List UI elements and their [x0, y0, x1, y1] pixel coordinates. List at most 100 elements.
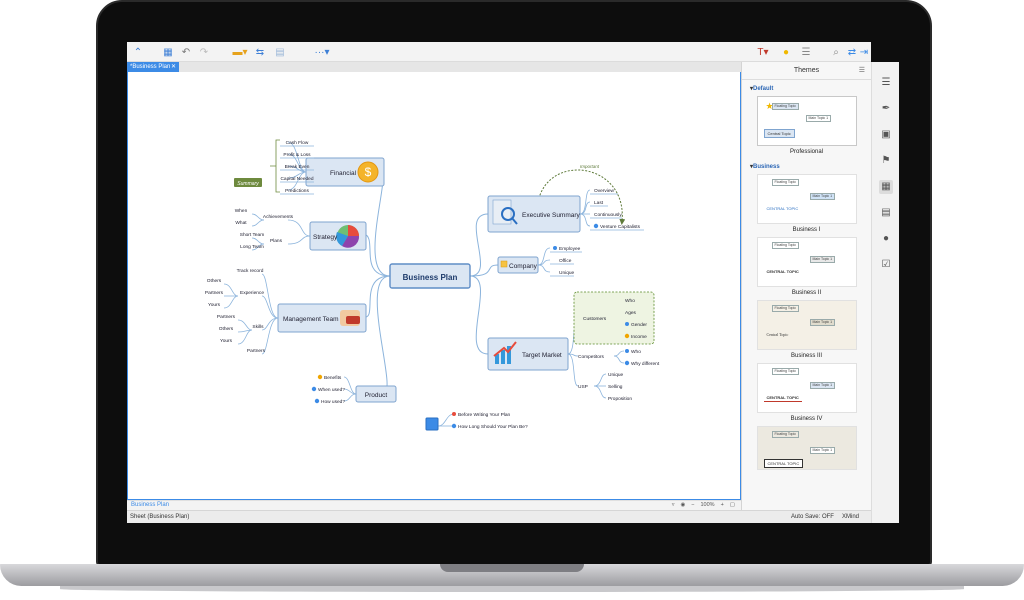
subtopic: Overview [594, 188, 615, 194]
pie-chart-icon [336, 225, 360, 248]
comment-icon[interactable]: ● [882, 233, 890, 244]
subtopic: Achievements [263, 214, 294, 220]
image-icon[interactable]: ▣ [881, 129, 891, 140]
subtopic: Income [631, 334, 647, 340]
subtopic: Track record [237, 268, 264, 274]
subtopic: Yours [220, 338, 233, 344]
share-icon[interactable]: ⇄ [847, 46, 857, 58]
outline-icon[interactable]: ☰ [801, 46, 811, 58]
company-label: Company [509, 263, 538, 270]
subtopic: Others [207, 278, 222, 284]
subtopic: Partners [247, 348, 266, 354]
boundary-icon[interactable]: ▤ [275, 46, 285, 58]
sheet-tab-business-plan[interactable]: Business Plan [131, 502, 170, 508]
right-sidebar: ☰ ✒ ▣ ⚑ ▦ ▤ ● ☑ [871, 62, 899, 523]
panel-menu-icon[interactable]: ☰ [858, 67, 865, 74]
relationship-label: Important [580, 164, 600, 169]
central-topic-box[interactable] [389, 263, 471, 289]
subtopic: Partners [217, 314, 236, 320]
star-icon: ★ [765, 101, 774, 111]
central-topic-label: Business Plan [403, 273, 458, 282]
subtopic: How used? [321, 399, 345, 405]
company-box[interactable] [497, 256, 539, 274]
subtopic: What [235, 220, 247, 226]
main-topics [234, 157, 581, 431]
idea-icon[interactable]: ● [782, 46, 790, 58]
filter-icon[interactable]: ▿ [671, 502, 675, 508]
theme-icon[interactable]: ▦ [879, 180, 893, 194]
zoom-in-icon[interactable]: + [720, 502, 724, 508]
subtopic: Ages [625, 310, 637, 316]
theme-business-3[interactable]: Floating Topic Main Topic 1 Central Topi… [756, 300, 857, 359]
subtopic: Predictions [285, 188, 309, 194]
tab-business-plan[interactable]: *Business Plan ✕ [127, 62, 179, 72]
floating-topic: Before Writing Your Plan [458, 412, 511, 418]
executive-label: Executive Summary [522, 212, 581, 219]
relationship-line [537, 169, 626, 225]
theme-business-5[interactable]: Floating Topic Main Topic 1 CENTRAL TOPI… [756, 426, 857, 470]
subtopic: Who [625, 298, 635, 304]
theme-thumbnail: Floating Topic Main Topic 1 CENTRAL TOPI… [756, 237, 857, 287]
save-icon[interactable]: ▦ [163, 46, 173, 58]
theme-business-2[interactable]: Floating Topic Main Topic 1 CENTRAL TOPI… [756, 237, 857, 296]
financial-label: Financial [330, 170, 357, 177]
status-sheet: Sheet (Business Plan) [130, 514, 190, 520]
notes-icon[interactable]: ▤ [881, 207, 891, 218]
theme-thumbnail: ★ Floating Topic Main Topic 1 Central To… [756, 96, 857, 146]
product-box[interactable] [355, 385, 397, 403]
search-icon[interactable]: ⌕ [833, 46, 839, 58]
zoom-controls: ▿ ◉ − 100% + ▢ [672, 501, 735, 510]
outliner-icon[interactable]: ☰ [881, 77, 891, 88]
home-icon[interactable]: ⌃ [133, 46, 143, 58]
subtopic: Who [631, 349, 641, 355]
subtopic: Why different [631, 361, 660, 367]
zoom-out-icon[interactable]: − [691, 502, 695, 508]
subtopic: Venture Capitalists [600, 224, 641, 230]
management-label: Management Team [283, 316, 339, 323]
theme-professional[interactable]: ★ Floating Topic Main Topic 1 Central To… [756, 96, 857, 155]
mindmap-canvas[interactable]: $ [127, 72, 741, 500]
svg-text:$: $ [365, 165, 372, 179]
export-icon[interactable]: ⇥ [859, 46, 869, 58]
floating-icon[interactable] [425, 417, 439, 431]
relationship-icon[interactable]: ⇆ [255, 46, 265, 58]
theme-business-4[interactable]: Floating Topic Main Topic 1 CENTRAL TOPI… [756, 363, 857, 422]
company-icon [500, 260, 508, 268]
tab-label: *Business Plan [130, 64, 171, 70]
sub-branches [223, 141, 625, 427]
subtopic: Benefits [324, 375, 342, 381]
subtopic: USP [578, 384, 588, 390]
marker-icons [311, 223, 630, 429]
subtopic: Skills [252, 324, 264, 330]
format-painter-icon[interactable]: T▾ [757, 46, 769, 58]
section-default[interactable]: Default [742, 85, 871, 92]
subtopic: Proposition [608, 396, 632, 402]
redo-icon[interactable]: ↷ [199, 46, 209, 58]
more-icon[interactable]: ···▾ [314, 46, 330, 58]
format-brush-icon[interactable]: ✒ [881, 103, 891, 114]
undo-icon[interactable]: ↶ [181, 46, 191, 58]
document-tabbar: *Business Plan ✕ [127, 62, 741, 72]
brand-label: XMind [841, 514, 859, 520]
section-business[interactable]: Business [742, 163, 871, 170]
subtopic: Selling [608, 384, 623, 390]
floating-topic: How Long Should Your Plan Be? [458, 424, 528, 430]
subtopic: Unique [559, 270, 575, 276]
flag-icon[interactable]: ⚑ [881, 155, 891, 166]
app-window: ⌃ ▦ ↶ ↷ ▬▾ ⇆ ▤ ···▾ T▾ ● ☰ ⌕ ⇄ ⇥ *Busine… [127, 42, 871, 523]
topic-icon[interactable]: ▬▾ [232, 46, 248, 58]
subtopic: Gender [631, 322, 647, 328]
close-icon[interactable]: ✕ [170, 64, 176, 70]
themes-title: Themes [793, 67, 820, 74]
theme-thumbnail: Floating Topic Main Topic 1 CENTRAL TOPI… [756, 426, 857, 470]
subtopic: Others [219, 326, 234, 332]
status-right: Auto Save: OFF XMind [791, 511, 859, 523]
theme-thumbnail: Floating Topic Main Topic 1 CENTRAL TOPI… [756, 174, 857, 224]
summary-box[interactable] [234, 178, 262, 187]
task-icon[interactable]: ☑ [881, 259, 891, 270]
fit-icon[interactable]: ▢ [729, 502, 735, 508]
mindmap-svg: $ [205, 139, 660, 431]
theme-business-1[interactable]: Floating Topic Main Topic 1 CENTRAL TOPI… [756, 174, 857, 233]
eye-icon[interactable]: ◉ [680, 502, 686, 508]
auto-save-status[interactable]: Auto Save: OFF [790, 514, 834, 520]
